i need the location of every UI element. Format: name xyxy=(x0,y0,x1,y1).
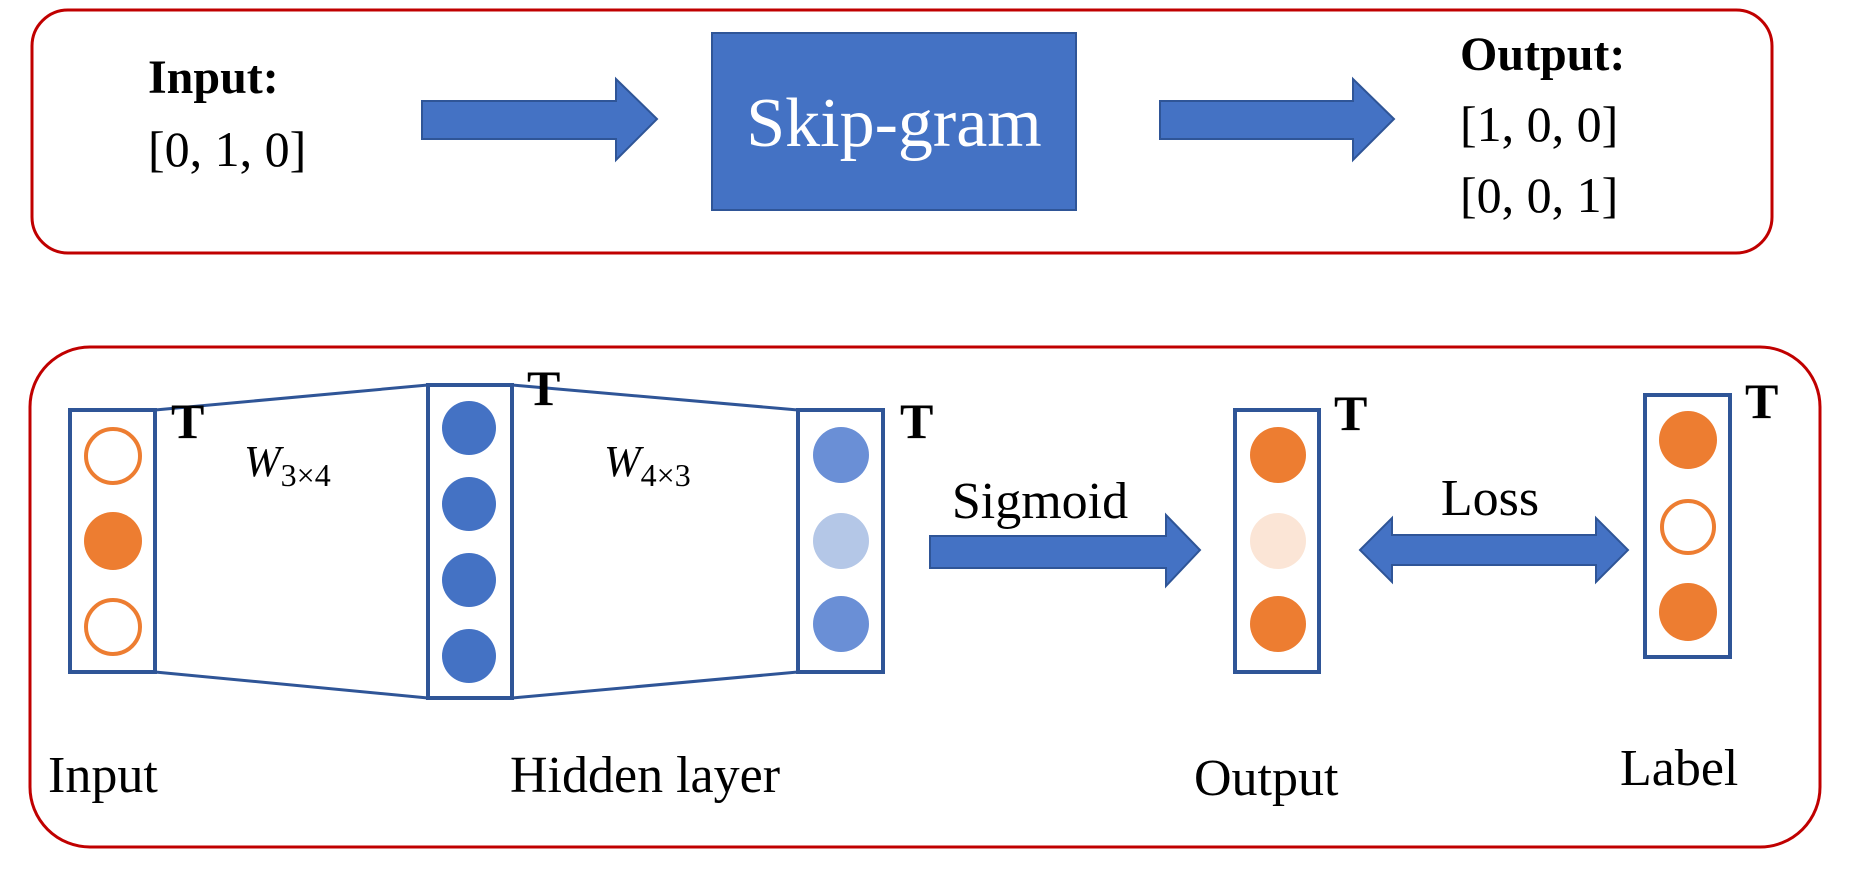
transpose-mark-output: T xyxy=(1334,385,1367,441)
skip-gram-block xyxy=(711,32,1077,211)
output-title: Output: xyxy=(1460,28,1625,81)
weight-label-w3x4: W3×4 xyxy=(244,437,331,493)
weight-w3x4-base: W xyxy=(244,437,284,486)
column-label-label: Label xyxy=(1620,740,1738,797)
loss-label: Loss xyxy=(1441,470,1539,527)
input-node-3 xyxy=(84,598,142,656)
column-label-hidden: Hidden layer xyxy=(510,747,780,804)
output-vector-2: [0, 0, 1] xyxy=(1460,167,1618,223)
column-label-input: Input xyxy=(48,747,158,804)
loss-double-arrow xyxy=(1358,515,1630,585)
input-vector: [0, 1, 0] xyxy=(148,121,306,177)
hidden-node-3 xyxy=(442,553,496,607)
input-to-model-arrow xyxy=(421,76,659,163)
input-hidden-top-edge xyxy=(154,383,429,412)
label-node-2 xyxy=(1660,499,1716,555)
output-node-3 xyxy=(1250,596,1306,652)
sigmoid-arrow xyxy=(929,512,1202,589)
input-hidden-bottom-edge xyxy=(154,670,429,700)
output-node-1 xyxy=(1250,427,1306,483)
hidden-node-1 xyxy=(442,401,496,455)
pre-activation-node-3 xyxy=(813,596,869,652)
hidden-node-2 xyxy=(442,477,496,531)
weight-w4x3-subscript: 4×3 xyxy=(641,457,691,493)
hidden-output-bottom-edge xyxy=(511,670,799,700)
hidden-output-top-edge xyxy=(511,383,799,412)
input-title: Input: xyxy=(148,51,279,104)
transpose-mark-input: T xyxy=(171,393,204,449)
input-node-2 xyxy=(84,512,142,570)
weight-w4x3-base: W xyxy=(604,437,644,486)
weight-label-w4x3: W4×3 xyxy=(604,437,691,493)
output-node-2 xyxy=(1250,513,1306,569)
transpose-mark-pre-activation: T xyxy=(900,393,933,449)
weight-w3x4-subscript: 3×4 xyxy=(281,457,331,493)
sigmoid-label: Sigmoid xyxy=(952,473,1128,530)
skip-gram-label: Skip-gram xyxy=(746,85,1042,162)
label-node-3 xyxy=(1659,583,1717,641)
hidden-node-4 xyxy=(442,629,496,683)
top-panel-frame xyxy=(30,8,1774,255)
bottom-panel-frame xyxy=(28,345,1822,849)
pre-activation-node-1 xyxy=(813,427,869,483)
model-to-output-arrow xyxy=(1159,76,1396,163)
transpose-mark-label: T xyxy=(1745,373,1778,429)
transpose-mark-hidden: T xyxy=(527,360,560,416)
column-label-output: Output xyxy=(1194,750,1339,807)
pre-activation-node-2 xyxy=(813,513,869,569)
label-node-1 xyxy=(1659,411,1717,469)
input-node-1 xyxy=(84,427,142,485)
output-vector-1: [1, 0, 0] xyxy=(1460,96,1618,152)
